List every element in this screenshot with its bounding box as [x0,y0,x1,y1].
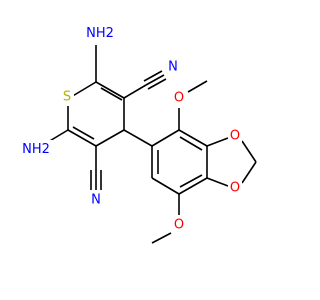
bond-O-CH3-top [187,80,208,93]
bond-ar2-ar3-inner [179,136,203,151]
bond-ar1-ar2 [151,129,180,147]
bond-ar2-ar3 [178,129,208,147]
bond-CN-top-3 [143,70,163,82]
bond-O-CH2-bottom [241,161,257,184]
bond-C2-C3 [95,81,125,99]
dioxole-o-top-label: O [230,129,240,144]
bond-C3-CN [123,84,147,99]
atom-labels: S NH2 NH2 N N O O O O [20,24,242,233]
bond-ar3-O-dioxole [206,137,229,147]
methoxy-o-top-label: O [174,91,184,106]
methoxy-o-bottom-label: O [174,218,184,233]
bond-O-CH2-top [241,140,257,163]
bond-ar4-O-dioxole [206,177,229,187]
sulfur-label: S [63,90,71,105]
bond-CN-top-1 [145,74,165,86]
bond-C5-C6 [67,129,97,147]
amine-nh-bottom: NH2 [22,142,50,157]
bond-C4-C5 [95,129,125,147]
bond-C5-C6-double [72,126,95,140]
amine-label-bottom: NH2 [22,142,50,157]
bond-ar4-ar5 [178,177,208,195]
amine-nh-top: NH2 [86,26,114,41]
structure-canvas: S NH2 NH2 N N O O O O [20,24,257,244]
amine-label-top: NH2 [86,26,114,41]
nitrile-n-top-label: N [168,60,178,75]
bond-C2-C3-double [100,87,123,101]
dioxole-o-bottom-label: O [230,181,240,196]
nitrile-n-bottom-label: N [91,193,101,208]
molecule-diagram: S NH2 NH2 N N O O O O [20,24,257,244]
bond-ar5-ar6 [151,177,180,195]
bond-S-C2 [70,81,97,98]
bond-ar4-ar5-inner [179,174,203,188]
bond-CN-top-2 [147,78,167,90]
bond-C4-aryl [123,129,153,147]
bond-O-CH3-bottom [151,232,172,244]
bonds [47,45,257,244]
